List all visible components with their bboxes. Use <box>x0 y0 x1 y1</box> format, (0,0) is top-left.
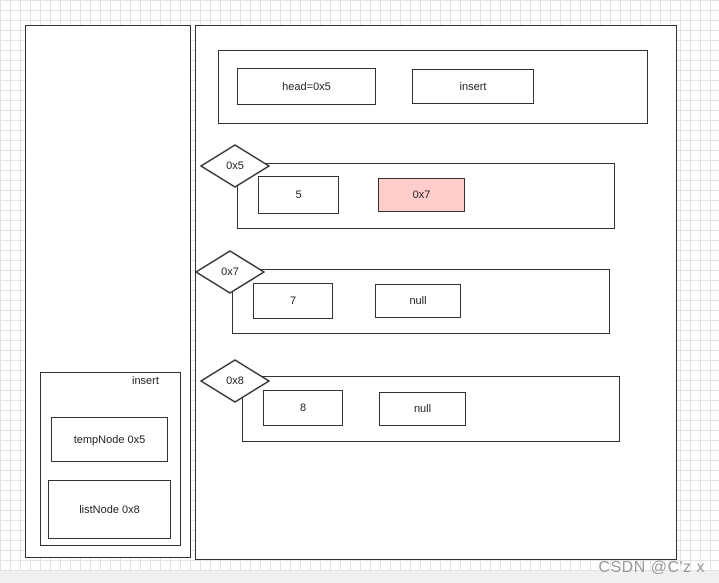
node-0x7-next: null <box>375 284 461 318</box>
stack-frame-label: insert <box>132 375 159 387</box>
insert-method-field: insert <box>412 69 534 104</box>
temp-node-variable: tempNode 0x5 <box>51 417 168 462</box>
head-field: head=0x5 <box>237 68 376 105</box>
bottom-strip <box>0 571 719 583</box>
node-0x7-address: 0x7 <box>221 266 239 278</box>
node-0x5-address: 0x5 <box>226 160 244 172</box>
node-0x8-address-tag: 0x8 <box>200 359 270 403</box>
watermark: CSDN @C'z x <box>598 559 705 576</box>
node-0x5-address-tag: 0x5 <box>200 144 270 188</box>
node-0x7-value: 7 <box>253 283 333 319</box>
node-0x8-address: 0x8 <box>226 375 244 387</box>
node-0x7-address-tag: 0x7 <box>195 250 265 294</box>
node-0x5-next: 0x7 <box>378 178 465 212</box>
node-0x8-value: 8 <box>263 390 343 426</box>
list-node-variable: listNode 0x8 <box>48 480 171 539</box>
node-0x5-value: 5 <box>258 176 339 214</box>
node-0x8-next: null <box>379 392 466 426</box>
